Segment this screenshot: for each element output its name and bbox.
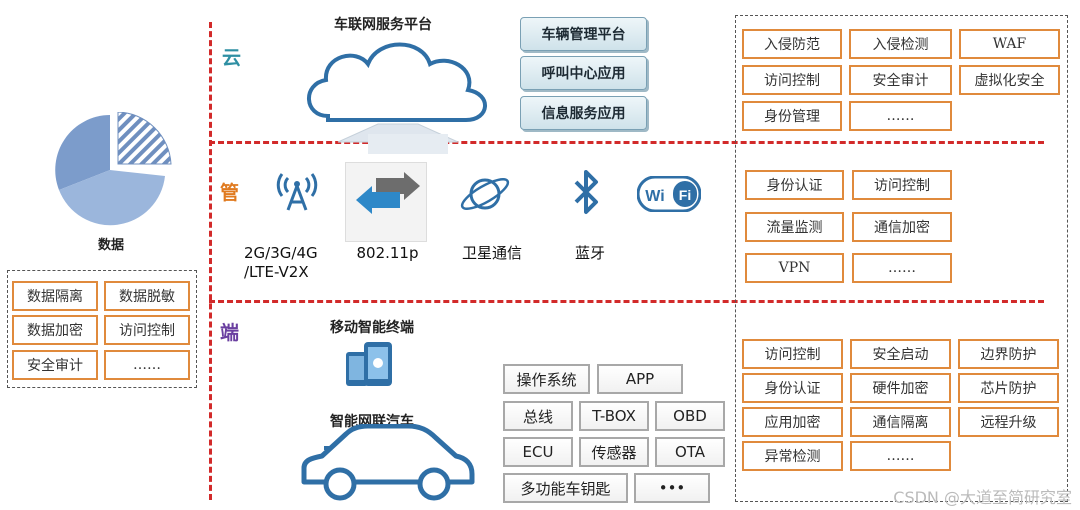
sec-term-anomaly: 异常检测 [742,441,843,471]
data-tag-audit: 安全审计 [12,350,98,380]
car-icon [301,424,475,501]
cloud-platform-title: 车联网服务平台 [334,17,432,33]
layer-divider-cloud-pipe [209,141,1044,144]
component-ota: OTA [655,437,725,467]
watermark: CSDN @大道至简研究室 [893,488,1072,507]
component-ecu: ECU [503,437,573,467]
sec-cloud-identity: 身份管理 [742,101,842,131]
layer-label-terminal: 端 [220,322,240,344]
network-label-bluetooth: 蓝牙 [574,244,605,262]
app-info-service: 信息服务应用 [520,96,647,130]
svg-text:Wi: Wi [645,188,664,205]
wifi-logo-icon: Wi Fi [637,176,701,212]
component-obd: OBD [655,401,725,431]
data-tag-encryption: 数据加密 [12,315,98,345]
app-call-center: 呼叫中心应用 [520,56,647,90]
cloud-icon [307,42,487,154]
svg-text:Fi: Fi [679,187,691,203]
sec-term-hw-encryption: 硬件加密 [850,373,951,403]
app-vehicle-management: 车辆管理平台 [520,17,647,51]
data-security-panel [7,270,197,388]
network-label-satellite: 卫星通信 [461,244,522,262]
pie-chart-icon [55,112,172,226]
sec-cloud-virtualization: 虚拟化安全 [959,65,1060,95]
layer-divider-vertical [209,22,212,500]
component-tbox: T-BOX [579,401,649,431]
sec-cloud-audit: 安全审计 [849,65,952,95]
exchange-arrows-icon [356,172,420,214]
component-sensor: 传感器 [579,437,649,467]
mobile-devices-icon [346,342,392,386]
layer-divider-pipe-terminal [209,300,1044,303]
sec-term-secure-boot: 安全启动 [850,339,951,369]
component-smart-key: 多功能车钥匙 [503,473,628,503]
sec-pipe-access-control: 访问控制 [852,170,952,200]
sec-cloud-intrusion-prevention: 入侵防范 [742,29,842,59]
component-bus: 总线 [503,401,573,431]
sec-pipe-traffic-monitoring: 流量监测 [745,212,844,242]
component-os: 操作系统 [503,364,590,394]
mobile-terminal-label: 移动智能终端 [330,320,414,336]
sec-cloud-more: …… [849,101,952,131]
sec-term-boundary: 边界防护 [958,339,1059,369]
data-tag-isolation: 数据隔离 [12,281,98,311]
data-tag-more: …… [104,350,190,380]
sec-term-authentication: 身份认证 [742,373,843,403]
component-more: ••• [634,473,710,503]
sec-pipe-vpn: VPN [745,253,844,283]
bluetooth-icon [574,170,598,214]
sec-cloud-intrusion-detection: 入侵检测 [849,29,952,59]
component-app: APP [597,364,683,394]
data-tag-masking: 数据脱敏 [104,281,190,311]
sec-term-isolation: 通信隔离 [850,407,951,437]
cellular-tower-icon [276,173,318,211]
layer-label-pipe: 管 [220,182,240,204]
security-panel [735,15,1068,502]
sec-term-chip: 芯片防护 [958,373,1059,403]
data-label: 数据 [98,238,125,253]
sec-pipe-authentication: 身份认证 [745,170,844,200]
network-label-80211p: 802.11p [356,244,419,262]
sec-term-more: …… [850,441,951,471]
data-tag-access-control: 访问控制 [104,315,190,345]
sec-pipe-more: …… [852,253,952,283]
network-label-cellular: 2G/3G/4G /LTE-V2X [244,244,318,281]
sec-term-ota-update: 远程升级 [958,407,1059,437]
layer-label-cloud: 云 [222,47,242,69]
satellite-icon [460,178,510,210]
sec-cloud-access-control: 访问控制 [742,65,842,95]
sec-pipe-encryption: 通信加密 [852,212,952,242]
sec-cloud-waf: WAF [959,29,1060,59]
sec-term-access-control: 访问控制 [742,339,843,369]
sec-term-app-encryption: 应用加密 [742,407,843,437]
